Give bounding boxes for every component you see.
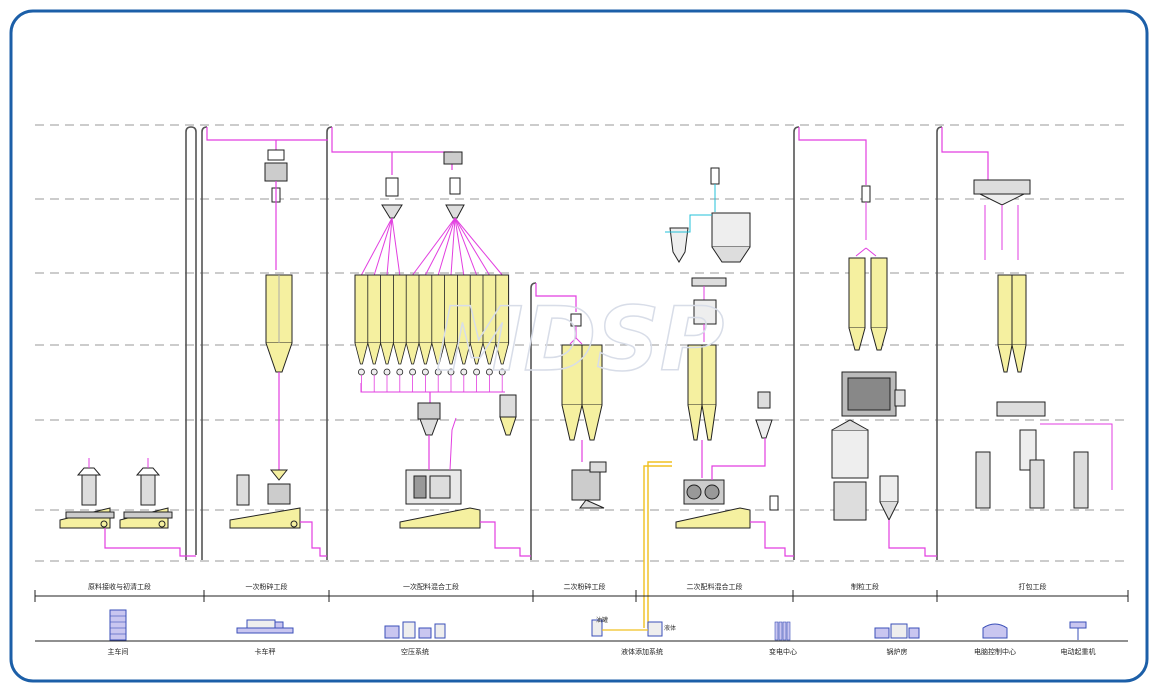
- facility-label-f1: 主车间: [108, 647, 129, 656]
- intake-pit-right: [119, 458, 173, 529]
- section-label-s1: 原料接收与初清工段: [88, 582, 151, 591]
- bin-hopper: [431, 342, 445, 365]
- liquid-tank-label: 油罐: [596, 616, 608, 624]
- facility-label-f3: 空压系统: [401, 647, 429, 656]
- bin-hopper: [444, 342, 458, 365]
- intake-conveyor-line: [104, 528, 196, 557]
- bin-hopper: [367, 342, 381, 365]
- facility-label-f4: 液体添加系统: [621, 647, 663, 656]
- bin-hopper: [482, 342, 497, 365]
- grinding-bin-2: [561, 344, 603, 441]
- feeder-icon: [357, 368, 365, 376]
- intake-pit-left: [59, 458, 115, 529]
- bin-hopper: [469, 342, 484, 365]
- feeder-icon: [370, 368, 378, 376]
- liquid-pipe: [643, 461, 672, 628]
- facility-label-f6: 锅炉房: [887, 647, 908, 656]
- facility-label-f5: 变电中心: [769, 647, 797, 656]
- packing-bins: [997, 274, 1027, 373]
- pellet-bins: [848, 257, 888, 351]
- intake-section: [59, 458, 196, 557]
- bin-hopper: [457, 342, 471, 365]
- section-label-s2: 一次粉碎工段: [246, 582, 288, 591]
- batching-section-2: [643, 167, 794, 628]
- elevator-columns: [185, 126, 943, 560]
- pelleting-section: [798, 127, 937, 557]
- feeder-icon: [409, 368, 417, 376]
- packing-section: [941, 127, 1113, 509]
- section-label-s3: 一次配料混合工段: [403, 582, 459, 591]
- bin-hopper: [380, 342, 394, 365]
- section-label-s6: 制粒工段: [851, 582, 879, 591]
- section-label-s7: 打包工段: [1019, 582, 1047, 591]
- grinding-section-2: [535, 283, 607, 509]
- bin-hopper: [405, 342, 420, 365]
- section-label-s5: 二次配料混合工段: [687, 582, 743, 591]
- grinding-bin-1: [265, 274, 293, 373]
- facility-label-f2: 卡车秤: [255, 647, 276, 656]
- batching-section-1: [331, 127, 531, 557]
- feeder-icon: [421, 368, 429, 376]
- bin-hopper: [495, 342, 509, 365]
- building-icon: [109, 609, 127, 641]
- feeder-icon: [383, 368, 391, 376]
- substation-icon: [774, 621, 791, 641]
- air-compressor-icon: [384, 621, 446, 639]
- computer-control-icon: [982, 623, 1008, 639]
- facility-label-f7: 电脑控制中心: [974, 647, 1016, 656]
- liquid-label: 液体: [664, 624, 676, 632]
- bin-hopper: [418, 342, 433, 365]
- bin-hopper: [393, 342, 407, 365]
- grinding-section-1: [206, 127, 328, 557]
- section-label-s4: 二次粉碎工段: [564, 582, 606, 591]
- watermark-logo: MDSP: [436, 288, 725, 391]
- feeder-icon: [396, 368, 404, 376]
- bin-hopper: [354, 342, 369, 365]
- boiler-icon: [874, 623, 920, 639]
- facility-label-f8: 电动起重机: [1061, 647, 1096, 656]
- truck-scale-icon: [236, 619, 294, 634]
- liquid-tank-icon: [591, 619, 663, 637]
- batching-bin-2: [687, 344, 717, 441]
- crane-icon: [1069, 621, 1087, 640]
